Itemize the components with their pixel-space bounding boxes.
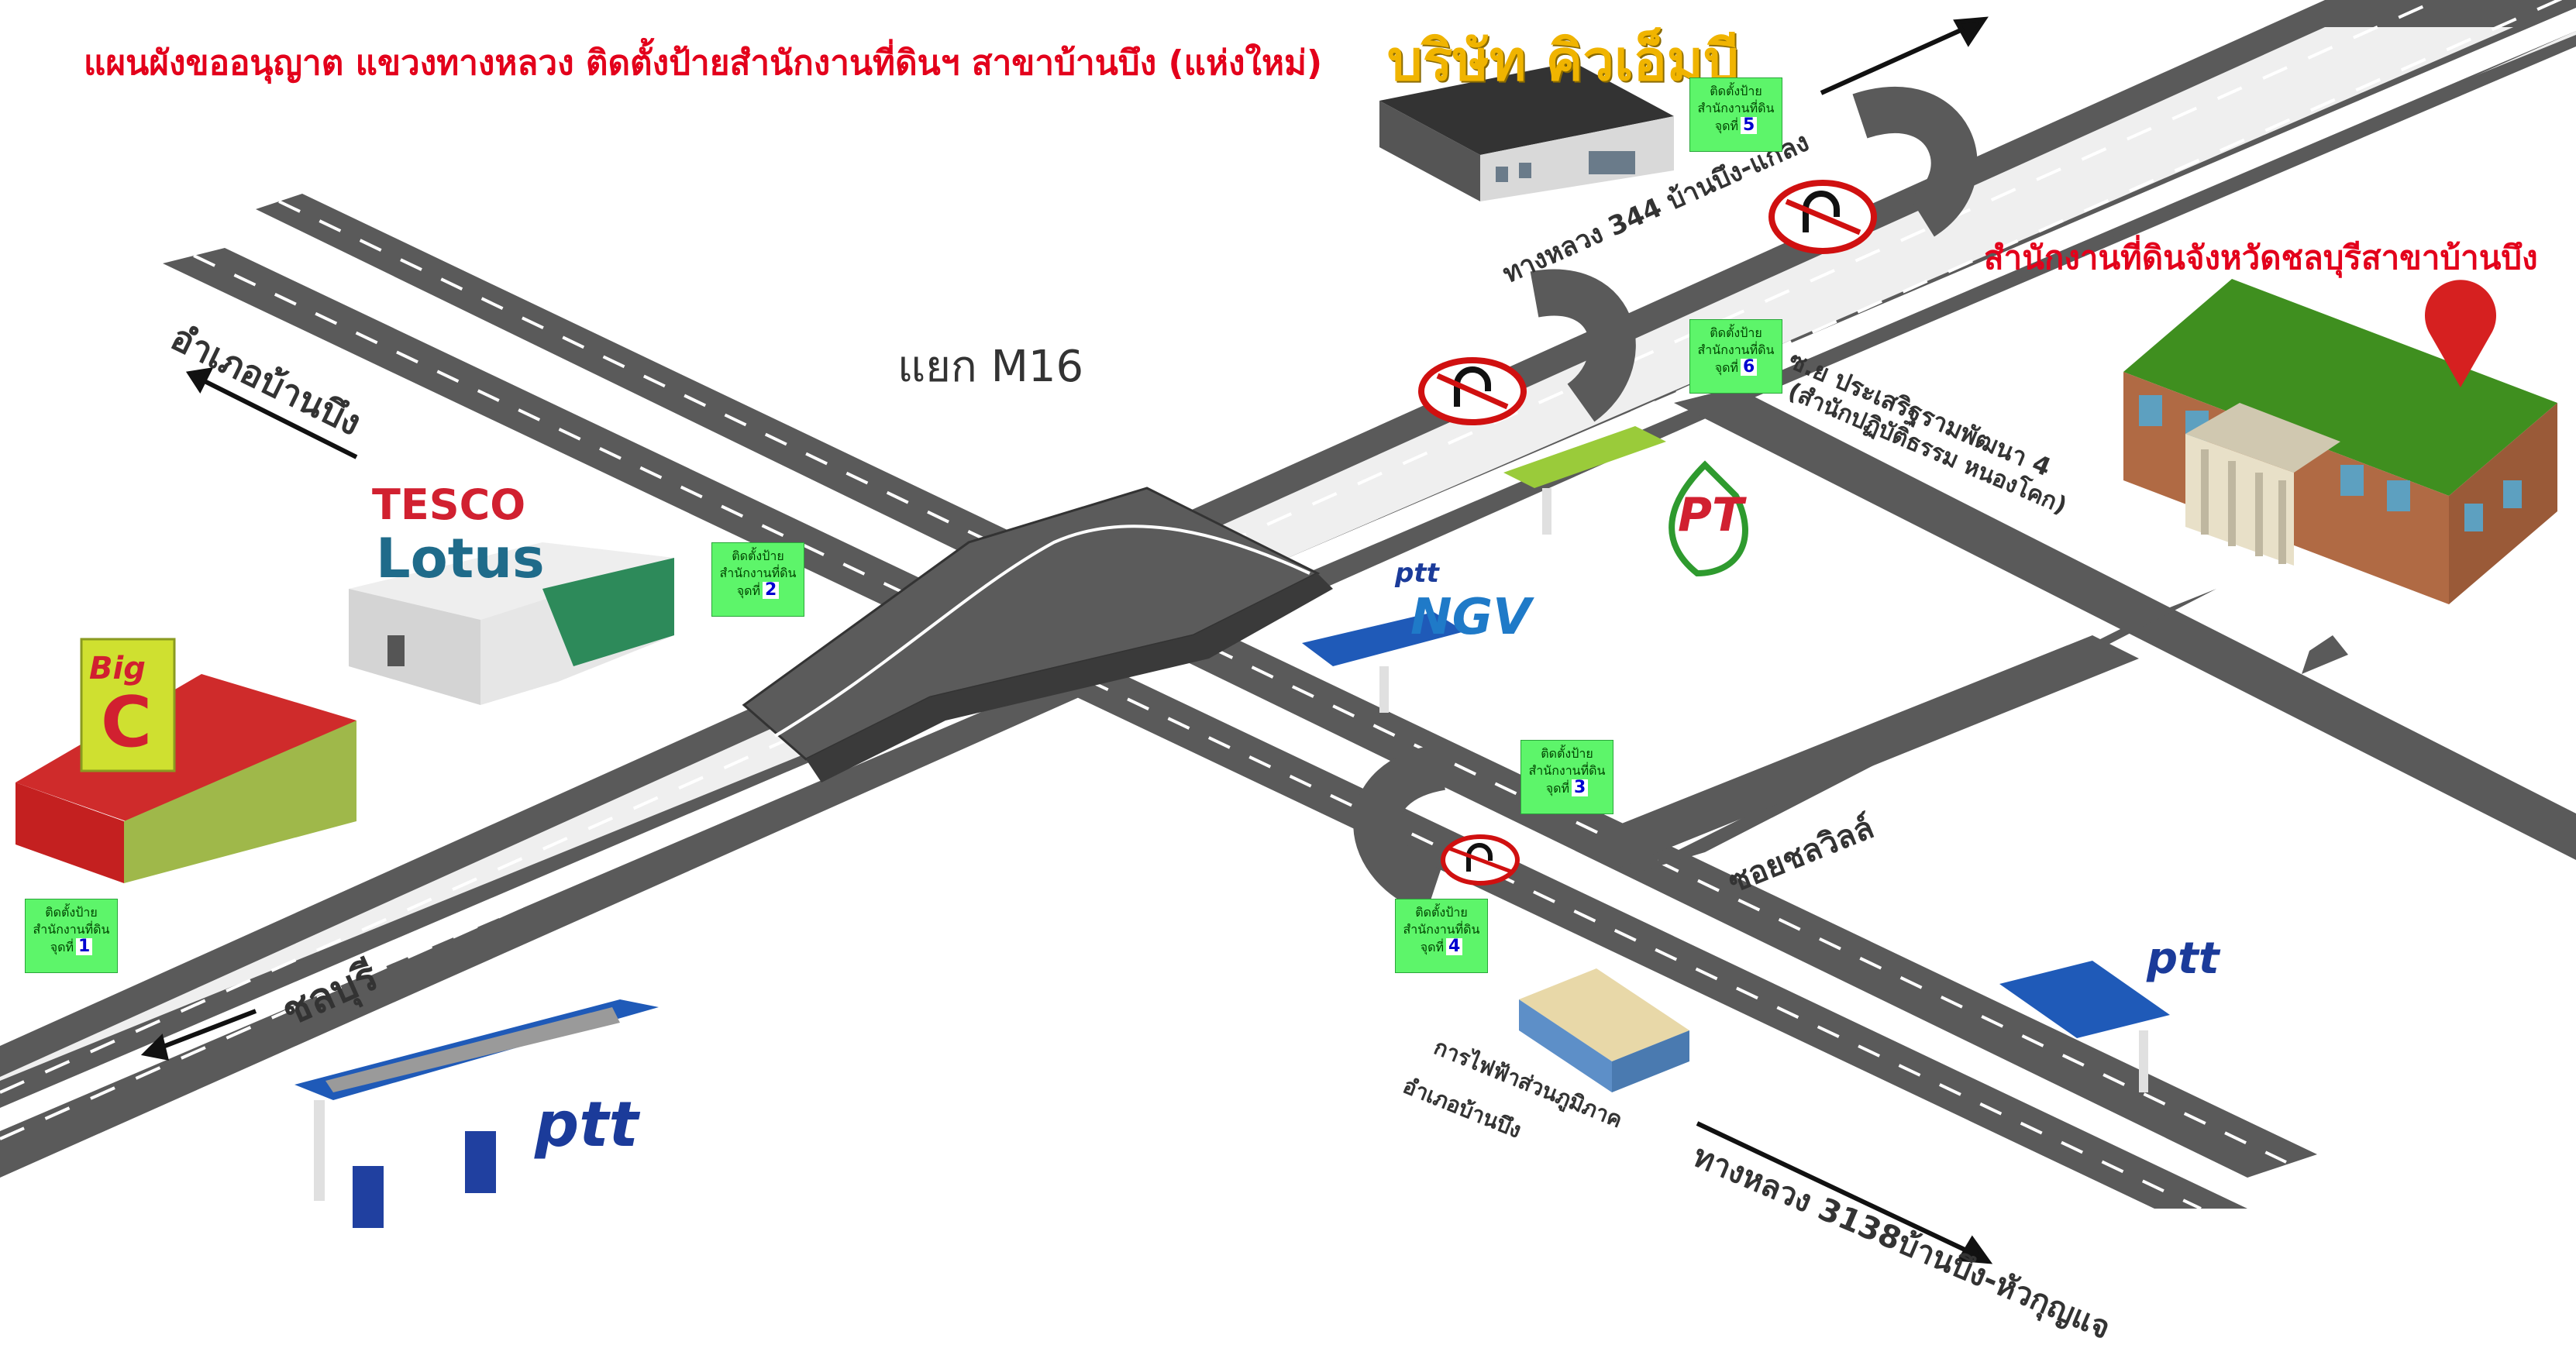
sign-number: 2 (763, 582, 780, 599)
sign-point-4: ติดตั้งป้าย สำนักงานที่ดิน จุดที่4 (1395, 899, 1488, 973)
gas-station-icon (294, 999, 659, 1228)
page-title: แผนผังขออนุญาต แขวงทางหลวง ติดตั้งป้ายสำ… (84, 43, 1323, 83)
sign-number: 1 (76, 938, 93, 955)
ptt-logo: ptt (2147, 934, 2220, 984)
ptt-logo: ptt (1395, 558, 1439, 589)
u-turn-sign-icon (1768, 180, 1877, 254)
sign-point-5: ติดตั้งป้าย สำนักงานที่ดิน จุดที่5 (1689, 77, 1782, 152)
gas-station-icon (1503, 426, 1666, 535)
sign-line: สำนักงานที่ดิน (719, 566, 797, 580)
sign-number: 6 (1741, 359, 1758, 376)
sign-line: สำนักงานที่ดิน (1697, 101, 1775, 115)
ptt-logo: ptt (535, 1089, 639, 1161)
sign-line: จุดที่ (50, 940, 74, 954)
u-turn-loops (1353, 87, 1978, 913)
sign-line: ติดตั้งป้าย (1710, 325, 1762, 340)
sign-line: จุดที่ (1420, 940, 1444, 954)
gas-station-icon (1302, 612, 1465, 713)
sign-line: ติดตั้งป้าย (1710, 84, 1762, 98)
sign-line: สำนักงานที่ดิน (1697, 342, 1775, 357)
tesco-lotus-building (349, 542, 674, 705)
pt-logo-icon (1669, 460, 1748, 577)
sign-line: สำนักงานที่ดิน (1403, 922, 1480, 937)
sign-line: สำนักงานที่ดิน (33, 922, 110, 937)
overpass (742, 487, 1333, 782)
company-label: บริษัท คิวเอ็มบี (1387, 28, 1739, 93)
location-pin-icon (2425, 280, 2497, 387)
sign-line: จุดที่ (1545, 781, 1569, 796)
bigc-logo-c: C (101, 682, 153, 763)
sign-number: 5 (1741, 117, 1758, 134)
tesco-logo: TESCO (372, 480, 526, 529)
crossroad-lane-lines (193, 200, 2287, 1210)
sign-point-2: ติดตั้งป้าย สำนักงานที่ดิน จุดที่2 (711, 542, 804, 617)
sign-line: ติดตั้งป้าย (732, 549, 784, 563)
lotus-logo: Lotus (376, 527, 545, 590)
sign-point-1: ติดตั้งป้าย สำนักงานที่ดิน จุดที่1 (25, 899, 118, 973)
sign-number: 3 (1572, 779, 1589, 796)
sign-line: จุดที่ (1714, 360, 1738, 375)
direction-arrow-icon (140, 16, 1993, 1264)
company-building (1379, 62, 1674, 201)
sign-line: ติดตั้งป้าย (45, 905, 98, 920)
sign-line: จุดที่ (736, 583, 760, 598)
land-office-building (2123, 279, 2557, 604)
sign-line: ติดตั้งป้าย (1541, 746, 1593, 761)
sign-line: ติดตั้งป้าย (1415, 905, 1468, 920)
ngv-logo: NGV (1410, 589, 1531, 646)
soi-chonwilla-road (1589, 635, 2139, 868)
sign-point-3: ติดตั้งป้าย สำนักงานที่ดิน จุดที่3 (1520, 740, 1613, 814)
sign-point-6: ติดตั้งป้าย สำนักงานที่ดิน จุดที่6 (1689, 319, 1782, 394)
pea-building (1519, 968, 1689, 1092)
sign-number: 4 (1446, 938, 1463, 955)
junction-label: แยก M16 (897, 342, 1084, 392)
sign-line: จุดที่ (1714, 119, 1738, 133)
bigc-logo-big: Big (89, 651, 146, 686)
big-c-building (15, 638, 356, 883)
gas-station-icon (1999, 961, 2170, 1092)
land-office-label: สำนักงานที่ดินจังหวัดชลบุรีสาขาบ้านบึง (1984, 239, 2538, 277)
u-turn-sign-icon (1418, 357, 1527, 425)
u-turn-sign-icon (1441, 834, 1520, 886)
pt-logo: PT (1678, 488, 1744, 542)
sign-line: สำนักงานที่ดิน (1528, 763, 1606, 778)
